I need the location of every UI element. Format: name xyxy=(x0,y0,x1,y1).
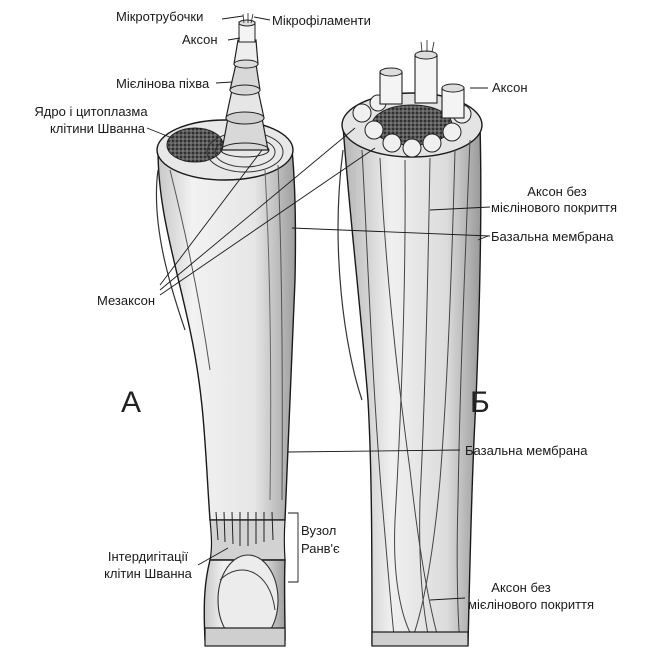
label-unmyel-bot-line2: мієлінового покриття xyxy=(468,597,594,612)
label-mesaxon: Мезаксон xyxy=(97,293,155,308)
label-interdig-line2: клітин Шванна xyxy=(96,566,200,581)
schwann-sheath-b xyxy=(343,125,481,645)
label-letter-a: А xyxy=(121,386,141,420)
label-microtubules: Мікротрубочки xyxy=(116,9,203,24)
label-unmyel-bot-line1: Аксон без xyxy=(446,580,596,595)
label-unmyel-top-line1: Аксон без xyxy=(482,184,632,199)
label-interdig-line1: Інтердигітації xyxy=(96,549,200,564)
label-myelin-sheath: Мієлінова піхва xyxy=(116,76,209,91)
label-unmyel-top-line2: мієлінового покриття xyxy=(491,200,617,215)
unmyelinated-fiber-b xyxy=(338,40,482,646)
label-basal-top: Базальна мембрана xyxy=(491,229,613,244)
label-axon-a: Аксон xyxy=(182,32,218,47)
label-node-line1: Вузол xyxy=(301,523,336,538)
label-microfilaments: Мікрофіламенти xyxy=(272,13,371,28)
label-nucleus-line2: клітини Шванна xyxy=(40,121,155,136)
label-nucleus-line1: Ядро і цитоплазма xyxy=(27,104,155,119)
label-letter-b: Б xyxy=(470,386,490,420)
label-axon-b: Аксон xyxy=(492,80,528,95)
label-node-line2: Ранв'є xyxy=(301,541,340,556)
label-basal-mid: Базальна мембрана xyxy=(465,443,587,458)
